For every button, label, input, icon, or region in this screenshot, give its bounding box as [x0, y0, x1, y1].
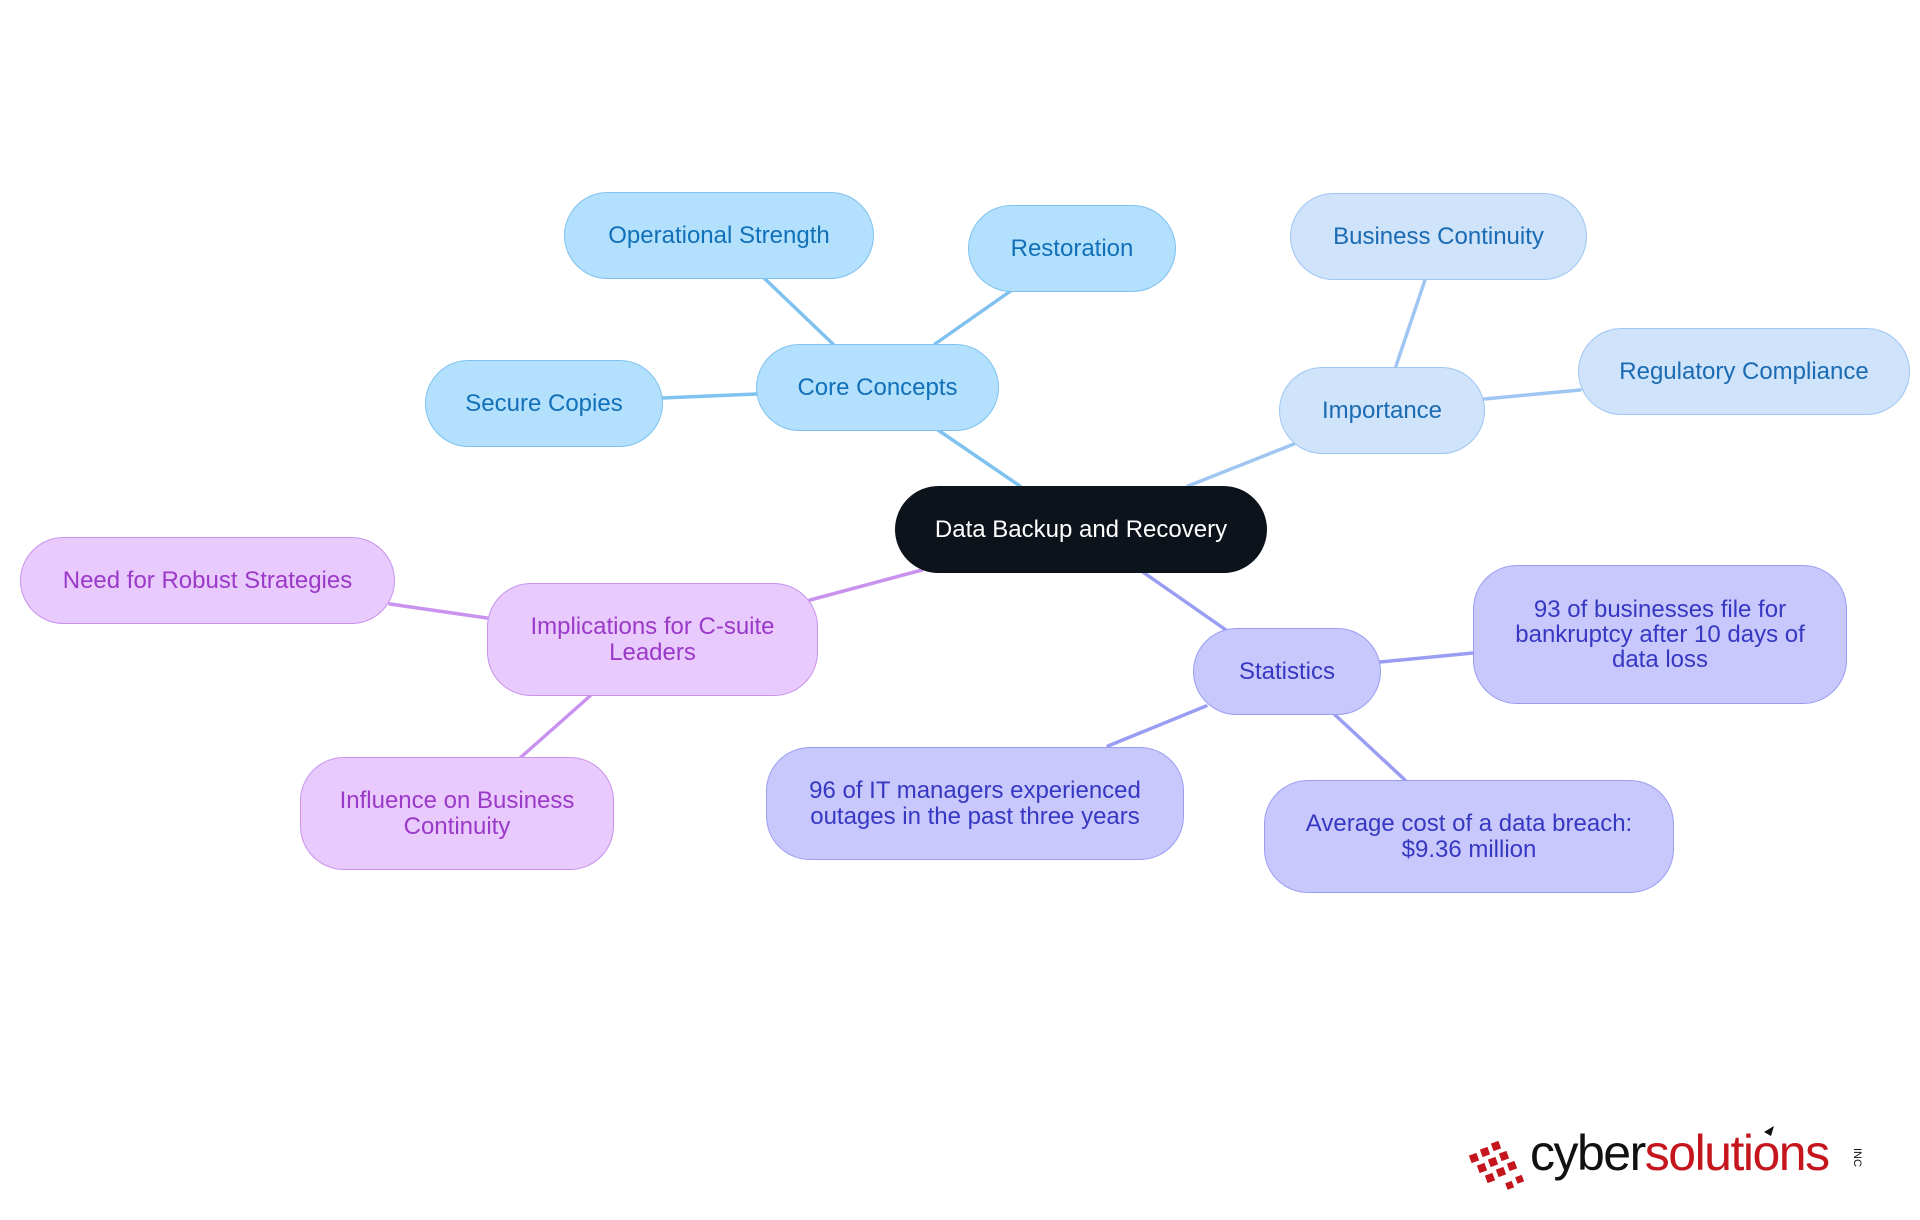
regulatory-compliance-node[interactable]: Regulatory Compliance	[1578, 328, 1910, 415]
edge-core-secure-copies	[660, 392, 758, 400]
business-continuity-label: Business Continuity	[1333, 222, 1544, 250]
edge-core-restoration	[933, 288, 1014, 346]
importance-node[interactable]: Importance	[1279, 367, 1485, 454]
bankruptcy-stat-label: 93 of businesses file for bankruptcy aft…	[1515, 595, 1805, 674]
cybersolutions-logo: cybersolutions INC	[1468, 1125, 1863, 1190]
edge-implications-robust-strategies	[388, 602, 489, 620]
influence-business-continuity-node[interactable]: Influence on Business Continuity	[300, 757, 614, 870]
core-concepts-label: Core Concepts	[797, 373, 958, 401]
logo-suffix: solutions	[1645, 1125, 1829, 1181]
svg-text:cybersolutions: cybersolutions	[1530, 1125, 1829, 1181]
importance-label: Importance	[1321, 396, 1443, 424]
operational-strength-label: Operational Strength	[608, 221, 830, 249]
edge-implications-business-continuity	[518, 694, 592, 760]
robust-strategies-label: Need for Robust Strategies	[62, 566, 353, 594]
logo-mark-icon	[1468, 1140, 1525, 1190]
bankruptcy-stat-node[interactable]: 93 of businesses file for bankruptcy aft…	[1473, 565, 1847, 704]
edge-statistics-outages	[1106, 704, 1208, 748]
logo-inc-tag: INC	[1851, 1148, 1863, 1167]
edge-importance-business-continuity	[1394, 278, 1427, 368]
edge-core-operational-strength	[762, 276, 835, 346]
edge-root-implications	[808, 568, 924, 602]
edge-root-statistics	[1138, 568, 1228, 632]
edge-importance-regulatory-compliance	[1482, 388, 1582, 401]
business-continuity-node[interactable]: Business Continuity	[1290, 193, 1587, 280]
outages-stat-label: 96 of IT managers experienced outages in…	[809, 777, 1141, 830]
logo-arrow-icon	[1764, 1126, 1774, 1136]
operational-strength-node[interactable]: Operational Strength	[564, 192, 874, 279]
core-concepts-node[interactable]: Core Concepts	[756, 344, 999, 431]
robust-strategies-node[interactable]: Need for Robust Strategies	[20, 537, 395, 624]
secure-copies-label: Secure Copies	[465, 389, 623, 417]
edge-statistics-breach-cost	[1331, 711, 1407, 782]
edge-root-core-concepts	[936, 428, 1022, 488]
implications-label: Implications for C-suite Leaders	[530, 613, 775, 666]
regulatory-compliance-label: Regulatory Compliance	[1619, 357, 1869, 385]
restoration-label: Restoration	[1010, 234, 1134, 262]
logo-prefix: cyber	[1530, 1125, 1646, 1181]
root-node[interactable]: Data Backup and Recovery	[895, 486, 1267, 573]
implications-node[interactable]: Implications for C-suite Leaders	[487, 583, 818, 696]
edge-statistics-bankruptcy	[1378, 651, 1475, 664]
edge-root-importance	[1186, 442, 1296, 488]
outages-stat-node[interactable]: 96 of IT managers experienced outages in…	[766, 747, 1184, 860]
statistics-node[interactable]: Statistics	[1193, 628, 1381, 715]
influence-business-continuity-label: Influence on Business Continuity	[339, 787, 575, 840]
secure-copies-node[interactable]: Secure Copies	[425, 360, 663, 447]
breach-cost-stat-node[interactable]: Average cost of a data breach: $9.36 mil…	[1264, 780, 1674, 893]
statistics-label: Statistics	[1238, 657, 1336, 685]
breach-cost-stat-label: Average cost of a data breach: $9.36 mil…	[1305, 810, 1633, 863]
restoration-node[interactable]: Restoration	[968, 205, 1176, 292]
root-node-label: Data Backup and Recovery	[934, 515, 1228, 543]
